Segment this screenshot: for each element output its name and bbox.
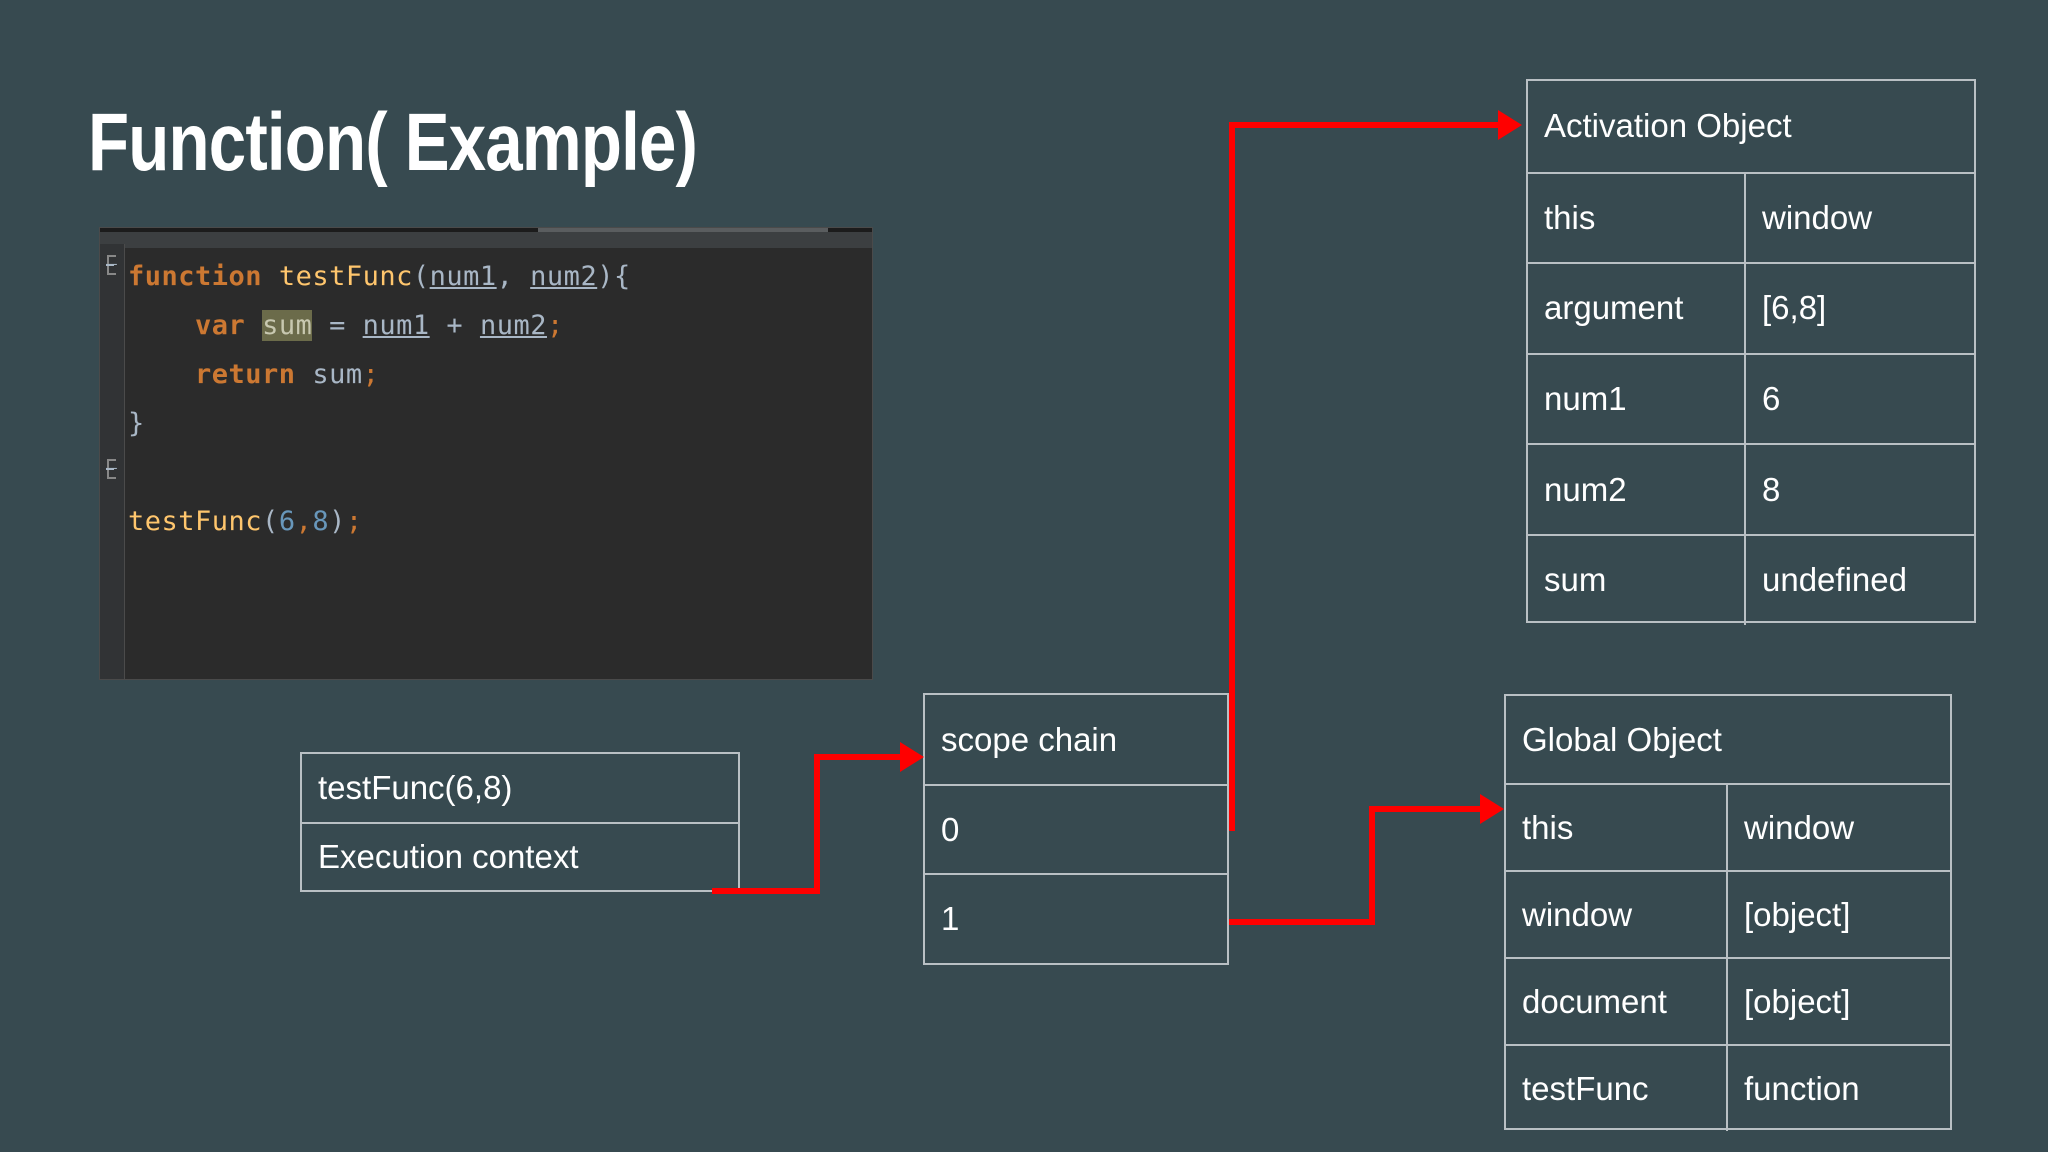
code-keyword-function: function xyxy=(128,261,263,292)
scope-chain-index-0: 0 xyxy=(941,810,960,848)
global-object-key-2: document xyxy=(1506,959,1728,1044)
code-ref-num2: num2 xyxy=(479,310,547,341)
connector-scope1-to-global-horizontal-lower xyxy=(1229,919,1375,925)
table-row[interactable]: this window xyxy=(1506,783,1950,870)
table-row[interactable]: this window xyxy=(1528,171,1974,263)
scope-chain-header-row: scope chain xyxy=(925,695,1227,784)
global-object-value-2: [object] xyxy=(1744,982,1851,1020)
global-object-key-3: testFunc xyxy=(1506,1046,1728,1131)
activation-object-value-4: undefined xyxy=(1762,561,1907,599)
scope-chain-table[interactable]: scope chain 0 1 xyxy=(923,693,1229,965)
table-row[interactable]: window [object] xyxy=(1506,870,1950,957)
list-item[interactable]: Execution context xyxy=(302,822,738,890)
table-row[interactable]: argument [6,8] xyxy=(1528,262,1974,353)
code-function-name: testFunc xyxy=(278,261,413,292)
list-item[interactable]: testFunc(6,8) xyxy=(302,754,738,822)
activation-object-key-1: argument xyxy=(1528,264,1746,353)
table-row[interactable]: 1 xyxy=(925,873,1227,962)
arrow-head-to-global-object xyxy=(1480,794,1504,824)
code-editor-screenshot: ─ ─ function testFunc(num1, num2){ var s… xyxy=(100,228,872,679)
scope-chain-index-1: 1 xyxy=(941,899,960,937)
code-variable-sum-highlighted: sum xyxy=(262,310,313,341)
code-text: function testFunc(num1, num2){ var sum =… xyxy=(128,261,631,537)
table-row[interactable]: testFunc function xyxy=(1506,1044,1950,1131)
titlebar-segment-middle xyxy=(538,228,828,232)
scope-chain-header-label: scope chain xyxy=(941,720,1118,758)
arrow-head-to-activation-object xyxy=(1498,110,1522,140)
table-row[interactable]: document [object] xyxy=(1506,957,1950,1044)
editor-titlebar xyxy=(100,228,872,248)
titlebar-segment-left xyxy=(100,228,538,232)
titlebar-segment-right xyxy=(828,228,872,232)
code-keyword-var: var xyxy=(195,310,246,341)
activation-object-value-1: [6,8] xyxy=(1762,289,1827,327)
global-object-value-0: window xyxy=(1744,808,1855,846)
global-object-header-row: Global Object xyxy=(1506,696,1950,783)
code-arg-8: 8 xyxy=(312,506,330,537)
global-object-key-1: window xyxy=(1506,872,1728,957)
activation-object-key-4: sum xyxy=(1528,535,1746,625)
code-arg-6: 6 xyxy=(278,506,296,537)
page-title: Function( Example) xyxy=(88,97,698,188)
code-param-num2: num2 xyxy=(530,261,598,292)
activation-object-value-2: 6 xyxy=(1762,380,1781,418)
connector-exec-to-scope-horizontal-lower xyxy=(712,888,820,894)
execution-context-call-label: testFunc(6,8) xyxy=(318,769,513,806)
activation-object-table[interactable]: Activation Object this window argument [… xyxy=(1526,79,1976,625)
global-object-header-label: Global Object xyxy=(1522,720,1722,758)
activation-object-header-row: Activation Object xyxy=(1528,81,1974,172)
activation-object-value-3: 8 xyxy=(1762,470,1781,508)
activation-object-key-0: this xyxy=(1528,173,1746,263)
connector-scope1-to-global-vertical xyxy=(1369,806,1375,925)
fold-close-bracket-icon xyxy=(106,459,116,479)
code-call-testFunc: testFunc xyxy=(128,506,263,537)
global-object-table[interactable]: Global Object this window window [object… xyxy=(1504,694,1952,1131)
code-keyword-return: return xyxy=(195,359,296,390)
arrow-head-to-scope-chain xyxy=(900,742,924,772)
table-row[interactable]: sum undefined xyxy=(1528,533,1974,625)
execution-context-label: Execution context xyxy=(318,838,579,875)
activation-object-value-0: window xyxy=(1762,198,1873,236)
activation-object-key-2: num1 xyxy=(1528,354,1746,444)
connector-scope0-to-activation-vertical xyxy=(1229,122,1235,831)
fold-open-bracket-icon xyxy=(106,255,116,275)
connector-scope0-to-activation-horizontal xyxy=(1229,122,1507,128)
global-object-key-0: this xyxy=(1506,785,1728,870)
execution-context-box[interactable]: testFunc(6,8) Execution context xyxy=(300,752,740,892)
activation-object-header-label: Activation Object xyxy=(1544,107,1792,145)
code-param-num1: num1 xyxy=(429,261,497,292)
code-ref-num1: num1 xyxy=(362,310,430,341)
code-return-value: sum xyxy=(312,359,363,390)
global-object-value-3: function xyxy=(1744,1069,1860,1107)
connector-exec-to-scope-vertical xyxy=(814,754,820,894)
table-row[interactable]: num1 6 xyxy=(1528,352,1974,444)
editor-gutter xyxy=(100,244,125,679)
table-row[interactable]: num2 8 xyxy=(1528,443,1974,534)
global-object-value-1: [object] xyxy=(1744,895,1851,933)
connector-exec-to-scope-horizontal-upper xyxy=(814,754,904,760)
activation-object-key-3: num2 xyxy=(1528,445,1746,534)
table-row[interactable]: 0 xyxy=(925,784,1227,873)
connector-scope1-to-global-horizontal-upper xyxy=(1369,806,1487,812)
